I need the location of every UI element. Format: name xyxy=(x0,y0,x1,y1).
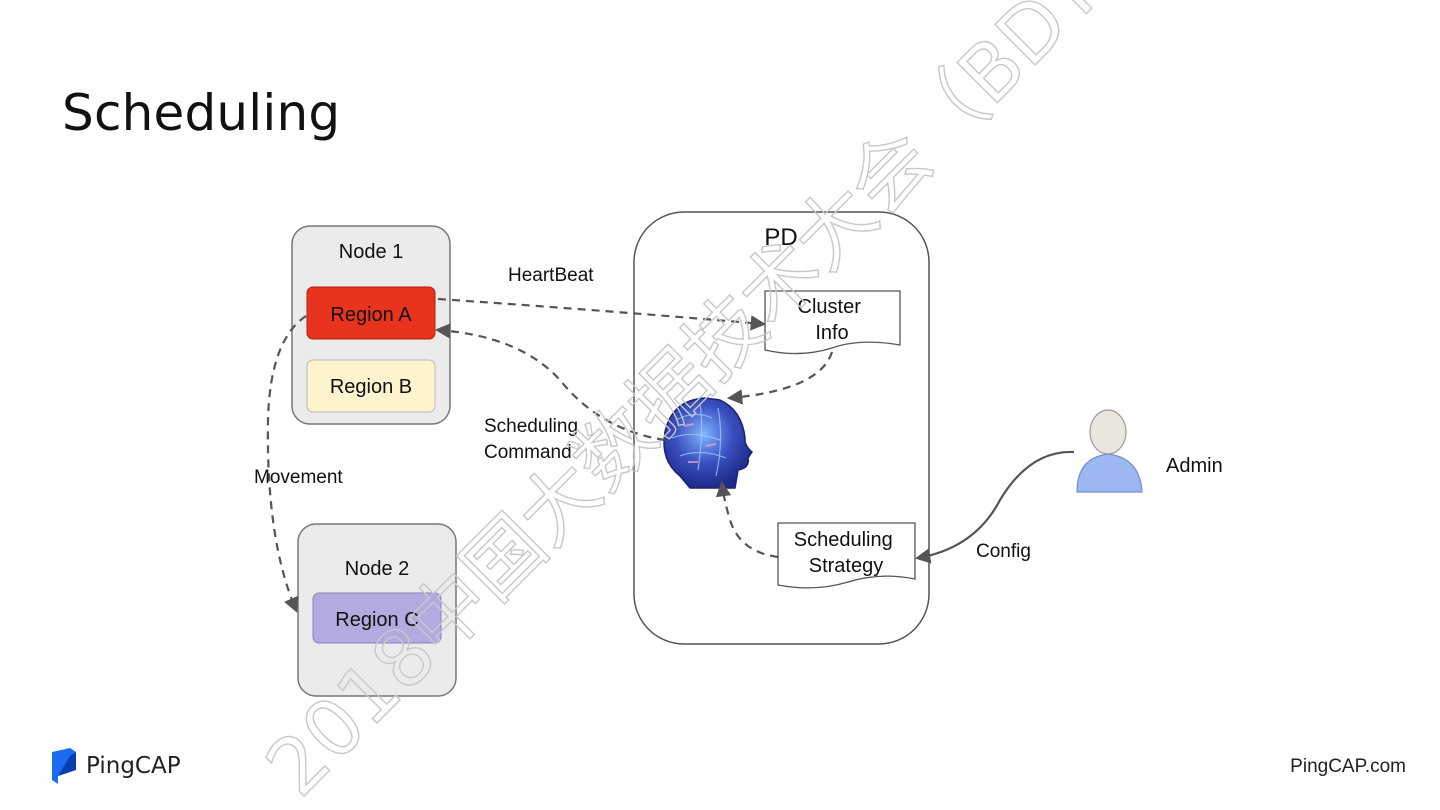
region-a-label: Region A xyxy=(330,304,412,326)
brain-head-icon xyxy=(663,397,753,489)
footer-url[interactable]: PingCAP.com xyxy=(1290,756,1406,777)
slide-title: Scheduling xyxy=(62,84,341,142)
region-c-label: Region C xyxy=(335,609,418,631)
edge-info-to-brain xyxy=(726,351,834,405)
edge-movement-label: Movement xyxy=(254,467,343,488)
brand: PingCAP xyxy=(50,748,181,784)
cluster-info-doc xyxy=(764,290,901,355)
edge-heartbeat xyxy=(437,297,767,331)
scheduling-strategy-label: Scheduling Strategy xyxy=(794,529,899,577)
node1-label: Node 1 xyxy=(339,241,404,263)
command-line1: Scheduling xyxy=(484,416,578,437)
edge-heartbeat-label: HeartBeat xyxy=(508,265,594,286)
edge-movement xyxy=(266,315,307,613)
cluster-info-label: Cluster Info xyxy=(798,296,867,344)
region-a xyxy=(306,286,436,340)
edge-config xyxy=(914,450,1075,564)
edge-strategy-to-brain xyxy=(715,480,779,559)
pd-label: PD xyxy=(764,224,797,251)
edge-config-label: Config xyxy=(976,541,1031,562)
admin-person-icon xyxy=(1076,409,1143,493)
edge-scheduling-command-label: Scheduling Command xyxy=(484,416,583,463)
command-line2: Command xyxy=(484,442,572,463)
strategy-line2: Strategy xyxy=(809,555,883,577)
node2-label: Node 2 xyxy=(345,558,410,580)
strategy-line1: Scheduling xyxy=(794,529,893,551)
region-b xyxy=(306,359,436,413)
pingcap-logo-icon xyxy=(52,748,76,784)
edge-scheduling-command xyxy=(434,323,666,442)
cluster-info-line1: Cluster xyxy=(798,296,862,318)
scheduling-strategy-doc xyxy=(777,522,916,589)
brand-name: PingCAP xyxy=(86,753,181,779)
region-b-label: Region B xyxy=(330,376,412,398)
admin-label: Admin xyxy=(1166,455,1223,477)
cluster-info-line2: Info xyxy=(815,322,848,344)
region-c xyxy=(312,592,442,644)
